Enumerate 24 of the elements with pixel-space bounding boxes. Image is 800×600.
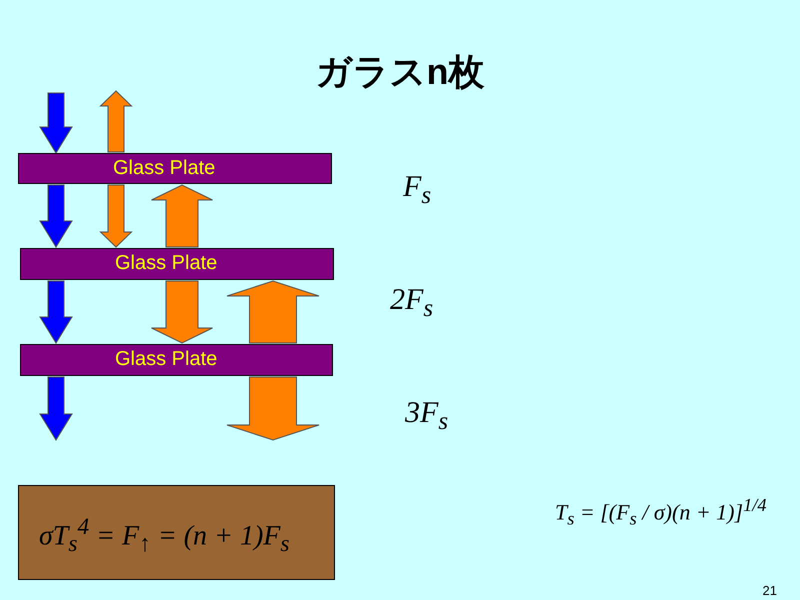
block-arrow bbox=[99, 184, 133, 248]
glass-plate bbox=[18, 153, 332, 184]
plate-label: Glass Plate bbox=[113, 157, 216, 180]
formula: 3F$_{s}$ bbox=[405, 396, 448, 436]
block-arrow bbox=[226, 280, 320, 344]
glass-plate bbox=[20, 248, 334, 280]
formula: F$_{s}$ bbox=[403, 170, 432, 210]
block-arrow bbox=[39, 280, 73, 344]
block-arrow bbox=[39, 92, 73, 154]
block-arrow bbox=[226, 376, 320, 441]
glass-plate bbox=[20, 344, 333, 376]
block-arrow bbox=[39, 184, 73, 248]
slide-title: ガラスn枚 bbox=[314, 50, 486, 94]
block-arrow bbox=[151, 184, 213, 248]
block-arrow bbox=[39, 376, 73, 441]
page-number: 21 bbox=[762, 583, 777, 598]
plate-label: Glass Plate bbox=[115, 252, 218, 275]
formula: T$_{s}$ = [(F$_{s}$ / σ)(n + 1)]$^{1/4}$ bbox=[555, 495, 766, 530]
plate-label: Glass Plate bbox=[115, 348, 218, 371]
formula: 2F$_{s}$ bbox=[390, 283, 434, 323]
formula: σT$_{s}$$^{4}$ = F$_{↑}$ = (n + 1)F$_{s}$ bbox=[39, 514, 290, 558]
block-arrow bbox=[99, 90, 133, 152]
formula-box bbox=[18, 485, 335, 580]
block-arrow bbox=[151, 280, 213, 344]
